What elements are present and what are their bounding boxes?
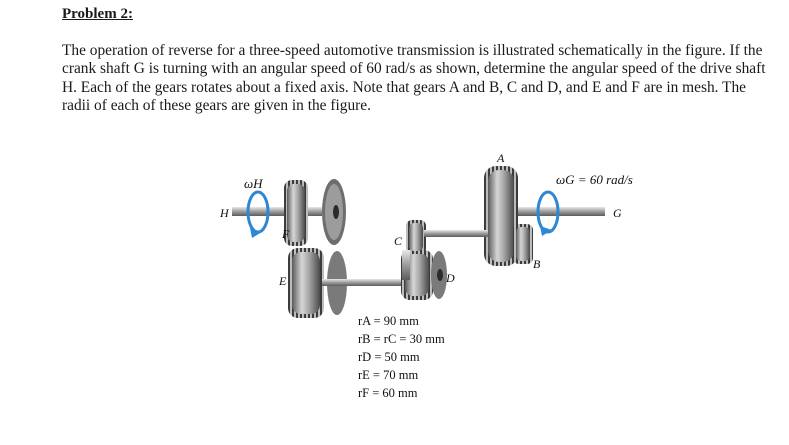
- gear-c: [402, 220, 464, 280]
- gear-a-label: A: [496, 151, 505, 165]
- shaft-h-label: H: [219, 206, 230, 220]
- problem-statement: The operation of reverse for a three-spe…: [62, 42, 766, 115]
- gear-b-label: B: [533, 257, 541, 271]
- shaft-g-label: G: [613, 206, 622, 220]
- gear-a: [462, 166, 518, 266]
- gear-c-label: C: [394, 234, 403, 248]
- rotation-arrow-g-icon: [536, 190, 560, 236]
- shaft-h: [232, 207, 322, 216]
- problem-heading: Problem 2:: [62, 6, 133, 22]
- gear-f-face: [322, 179, 346, 245]
- rotation-arrow-h-icon: [246, 190, 270, 238]
- gear-e: [288, 248, 402, 318]
- shaft-g: [515, 207, 605, 216]
- gear-e-label: E: [278, 274, 287, 288]
- radius-e: rE = 70 mm: [358, 368, 418, 382]
- omega-g-label: ωG = 60 rad/s: [556, 172, 633, 187]
- radii-list: rA = 90 mm rB = rC = 30 mm rD = 50 mm rE…: [358, 314, 445, 400]
- radius-a: rA = 90 mm: [358, 314, 419, 328]
- gear-f: [284, 180, 308, 246]
- radius-f: rF = 60 mm: [358, 386, 418, 400]
- gear-f-label: F: [281, 227, 290, 241]
- omega-h-label: ωH: [244, 176, 263, 191]
- radius-d: rD = 50 mm: [358, 350, 420, 364]
- gear-b: [513, 224, 533, 264]
- gear-d-label: D: [445, 271, 455, 285]
- radius-b-c: rB = rC = 30 mm: [358, 332, 445, 346]
